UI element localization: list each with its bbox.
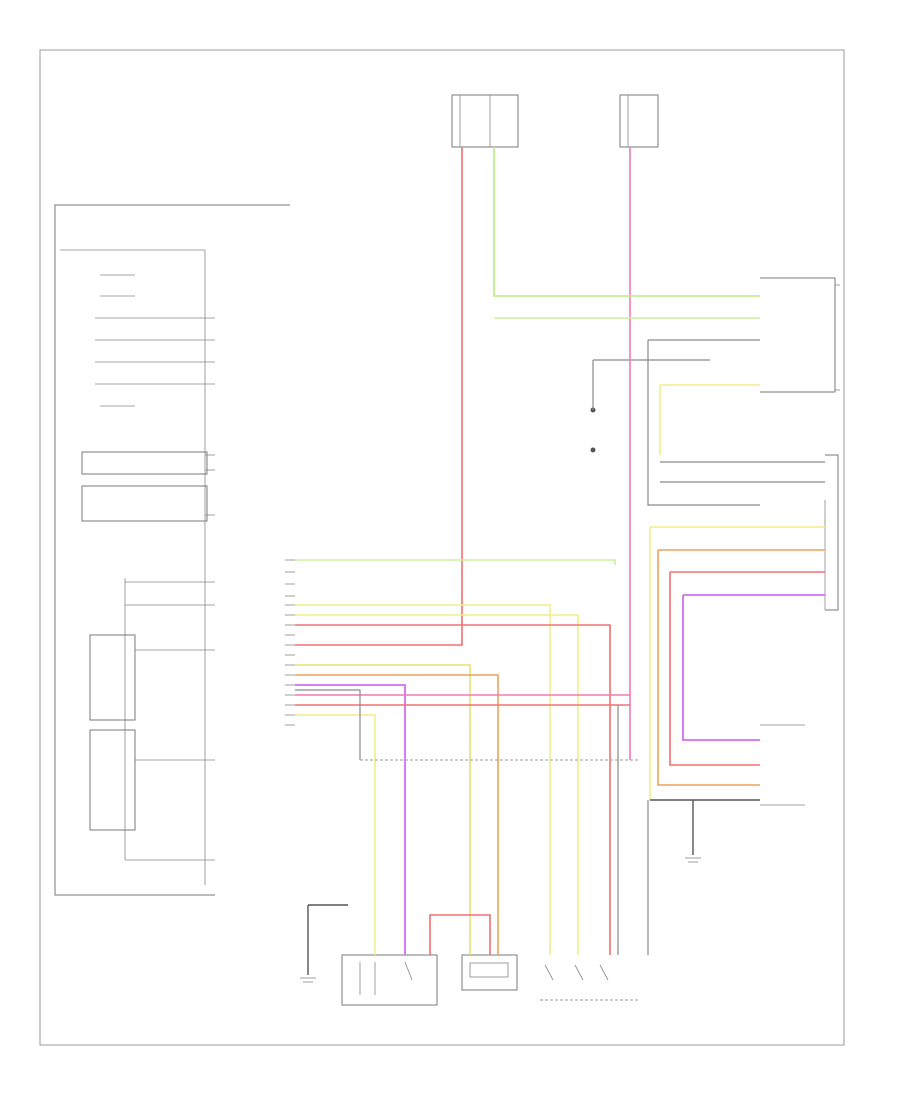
park-lock-solenoid — [341, 954, 438, 1006]
wire-yellow-4 — [295, 714, 376, 955]
wire-orange-1 — [295, 674, 499, 955]
wire-green-tcm — [295, 559, 616, 565]
tcm-switch-rows — [95, 274, 215, 407]
wire-yellow-1 — [295, 604, 551, 955]
transfer-case-connector — [824, 454, 839, 611]
wire-magenta-tc-down — [682, 595, 760, 741]
tcm-pins — [285, 559, 295, 726]
wire-gray-2 — [647, 340, 760, 506]
interlock-solenoid — [461, 954, 518, 991]
wire-orange-tc-down — [657, 550, 760, 786]
wire-yellow-3 — [295, 664, 471, 955]
range-switch — [540, 964, 640, 1001]
wire-magenta-1 — [295, 684, 406, 955]
wire-green-top — [493, 147, 760, 297]
brake-sensor-connector — [760, 277, 840, 393]
wire-red-tc-down — [669, 572, 760, 766]
ground-right — [685, 800, 701, 863]
tcm-sensor-box — [81, 485, 208, 522]
wire-red-2 — [295, 624, 611, 955]
tcm-speed-sensors — [89, 578, 215, 861]
diagram-frame — [39, 49, 845, 1046]
ground-left — [300, 904, 348, 983]
wire-gray-tcm — [295, 689, 361, 760]
wire-red-main — [295, 147, 463, 646]
tcm-relay-box — [81, 451, 208, 475]
splice-center — [590, 359, 710, 453]
wire-yellow-2 — [295, 614, 579, 955]
fuse-block-right — [619, 94, 659, 148]
transmission-control-module — [54, 204, 290, 896]
fuse-block-left — [451, 94, 519, 148]
wire-red-park — [429, 914, 491, 955]
shift-lever-connector — [760, 724, 805, 806]
